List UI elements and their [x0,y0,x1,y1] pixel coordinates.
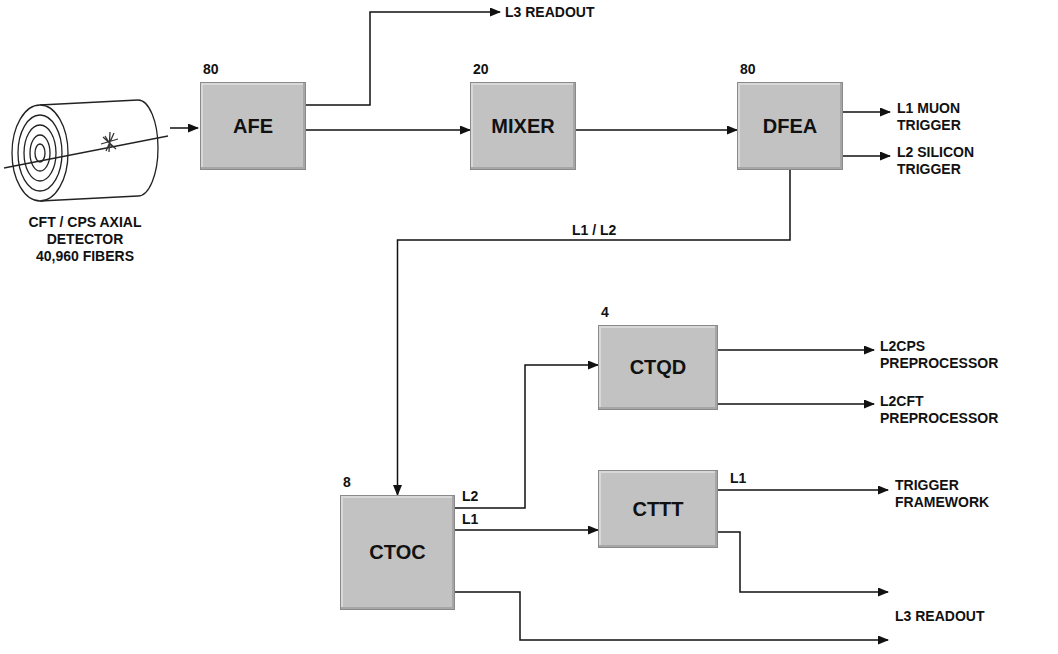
collision-burst [101,132,118,152]
edge-label: L1 / L2 [570,222,618,238]
preprocessor-wire [718,349,874,351]
unit-count: 80 [203,61,219,77]
connector [455,365,598,508]
framework-wire [718,489,888,491]
box-label: CTQD [630,356,687,379]
edge-label: L2 [460,488,480,504]
readout-wire [718,532,888,592]
unit-count: 8 [343,474,351,490]
process-box: 4CTQD [598,325,718,410]
process-box: 80DFEA [737,82,843,170]
output-wires [170,12,890,640]
cylinder-face [12,105,68,201]
box-label: CTTT [632,498,683,521]
preprocessor-wire [718,403,874,405]
signal-label: L2CPS PREPROCESSOR [880,338,1030,372]
signal-label: L1 MUON TRIGGER [897,100,1007,134]
cylinder-end [138,100,158,196]
trigger-wire [842,155,890,157]
signal-label: L2CFT PREPROCESSOR [880,393,1030,427]
signal-label: CFT / CPS AXIAL DETECTOR 40,960 FIBERS [26,214,144,265]
process-box: 20MIXER [470,82,576,170]
connector [576,129,737,131]
fiber-layer [18,115,62,191]
signal-label: TRIGGER FRAMEWORK [895,477,1035,511]
connector [306,129,470,131]
edge-label: L1 [460,511,480,527]
process-box: CTTT [598,470,718,548]
signal-label: L3 READOUT [505,4,594,21]
cylinder-edge [40,196,138,201]
connector [455,529,598,531]
fiber-layer [24,125,56,181]
box-label: CTOC [369,541,425,564]
box-label: DFEA [763,115,817,138]
detector-illustration [4,100,168,201]
signal-label: L1 [730,470,746,487]
unit-count: 80 [740,61,756,77]
unit-count: 4 [601,304,609,320]
readout-wire [455,592,888,640]
box-label: AFE [233,115,273,138]
signal-label: L3 READOUT [895,608,984,625]
process-box: 80AFE [200,82,306,170]
beam-line [4,136,168,168]
trigger-wire [842,111,890,113]
detector-arrow [170,127,198,129]
unit-count: 20 [473,61,489,77]
fiber-layer [30,135,50,171]
connector [398,170,791,495]
box-label: MIXER [491,115,554,138]
process-box: 8CTOC [340,495,455,610]
signal-label: L2 SILICON TRIGGER [897,144,1007,178]
cylinder-edge [40,100,138,105]
fiber-layer [35,144,45,162]
